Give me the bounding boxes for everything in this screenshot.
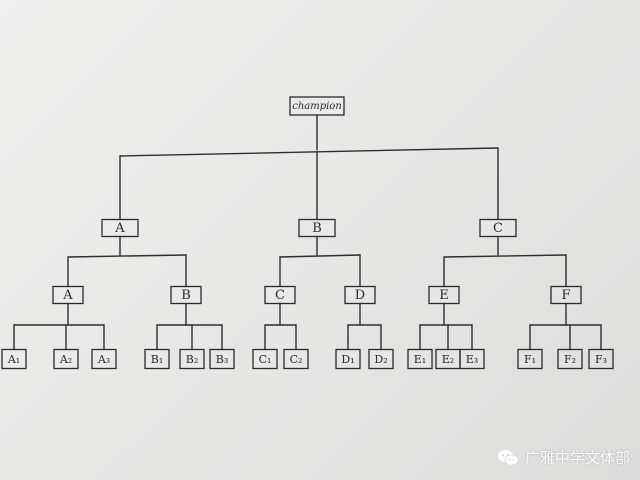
node-l3-leaf: B₃ — [209, 348, 235, 370]
node-l3-leaf-label: D₁ — [341, 353, 354, 366]
wechat-icon — [497, 449, 519, 467]
node-l2-E: E — [428, 285, 460, 305]
watermark: 广雅中学文体部 — [497, 447, 630, 468]
node-l3-leaf-box — [209, 348, 235, 370]
node-l3-leaf: A₁ — [1, 348, 27, 370]
node-l3-leaf: F₁ — [517, 348, 543, 370]
node-l3-leaf: B₁ — [144, 348, 170, 370]
node-l1-B-label: B — [312, 221, 322, 236]
node-l3-leaf: D₂ — [368, 348, 394, 370]
node-l2-A-box — [52, 285, 84, 305]
node-l3-leaf-label: A₁ — [7, 353, 20, 366]
node-l3-leaf: A₂ — [53, 348, 79, 370]
edge-l2-bar — [443, 254, 567, 258]
node-l2-E-label: E — [439, 288, 449, 303]
node-l2-B-label: B — [181, 288, 191, 303]
node-l3-leaf-label: F₃ — [595, 353, 607, 366]
node-l3-leaf-label: E₂ — [442, 353, 454, 366]
node-l2-A: A — [52, 285, 84, 305]
node-l2-A-label: A — [62, 288, 73, 303]
node-l1-A: A — [101, 218, 139, 238]
node-l3-leaf-box — [283, 348, 309, 370]
node-l2-D-label: D — [355, 288, 365, 303]
node-l3-leaf-label: B₃ — [216, 353, 229, 366]
node-l2-D: D — [344, 285, 376, 305]
node-l3-leaf-box — [459, 348, 485, 370]
node-l1-C-label: C — [493, 221, 503, 236]
node-root-box — [289, 96, 345, 116]
node-l3-leaf-box — [407, 348, 433, 370]
node-l2-E-box — [428, 285, 460, 305]
node-l3-leaf: E₃ — [459, 348, 485, 370]
node-l3-leaf: D₁ — [335, 348, 361, 370]
watermark-text: 广雅中学文体部 — [524, 449, 630, 467]
node-l3-leaf-label: A₂ — [59, 353, 72, 366]
node-l1-A-box — [101, 218, 139, 238]
node-l3-leaf-label: E₃ — [466, 353, 478, 366]
node-root: champion — [289, 96, 345, 116]
node-l3-leaf-label: A₃ — [97, 353, 110, 366]
node-root-label: champion — [292, 101, 342, 112]
node-l3-leaf-box — [557, 348, 583, 370]
node-l2-C-label: C — [275, 288, 285, 303]
node-l3-leaf: F₂ — [557, 348, 583, 370]
node-l1-B: B — [298, 218, 336, 238]
node-l3-leaf-label: E₁ — [414, 353, 426, 366]
node-l3-leaf-box — [517, 348, 543, 370]
edge-l2-bar — [279, 254, 361, 258]
node-l1-C-box — [479, 218, 517, 238]
node-l2-F: F — [550, 285, 582, 305]
node-l3-leaf: F₃ — [588, 348, 614, 370]
node-l3-leaf-label: D₂ — [374, 353, 387, 366]
node-l2-D-box — [344, 285, 376, 305]
node-l3-leaf-label: F₂ — [564, 353, 576, 366]
node-l3-leaf-box — [144, 348, 170, 370]
edge-l2-bar — [67, 254, 187, 258]
node-l3-leaf-box — [335, 348, 361, 370]
node-l3-leaf: C₁ — [252, 348, 278, 370]
node-l3-leaf: C₂ — [283, 348, 309, 370]
node-l3-leaf-box — [53, 348, 79, 370]
node-l2-B-box — [170, 285, 202, 305]
node-l3-leaf-box — [91, 348, 117, 370]
node-l2-C: C — [264, 285, 296, 305]
node-l3-leaf: A₃ — [91, 348, 117, 370]
node-l2-B: B — [170, 285, 202, 305]
node-l3-leaf-box — [588, 348, 614, 370]
node-l2-F-box — [550, 285, 582, 305]
node-l1-B-box — [298, 218, 336, 238]
node-l1-C: C — [479, 218, 517, 238]
node-l3-leaf-label: C₁ — [259, 353, 272, 366]
edge-root-bar — [119, 147, 499, 157]
node-l3-leaf-label: F₁ — [524, 353, 536, 366]
node-l1-A-label: A — [114, 221, 125, 236]
node-l3-leaf: E₁ — [407, 348, 433, 370]
node-l3-leaf-label: C₂ — [290, 353, 303, 366]
node-l3-leaf-box — [1, 348, 27, 370]
node-l2-F-label: F — [561, 288, 570, 303]
node-l3-leaf-box — [252, 348, 278, 370]
node-l3-leaf: E₂ — [435, 348, 461, 370]
node-l3-leaf: B₂ — [179, 348, 205, 370]
node-l3-leaf-label: B₂ — [186, 353, 199, 366]
node-l2-C-box — [264, 285, 296, 305]
node-l3-leaf-label: B₁ — [151, 353, 164, 366]
node-l3-leaf-box — [179, 348, 205, 370]
node-l3-leaf-box — [368, 348, 394, 370]
